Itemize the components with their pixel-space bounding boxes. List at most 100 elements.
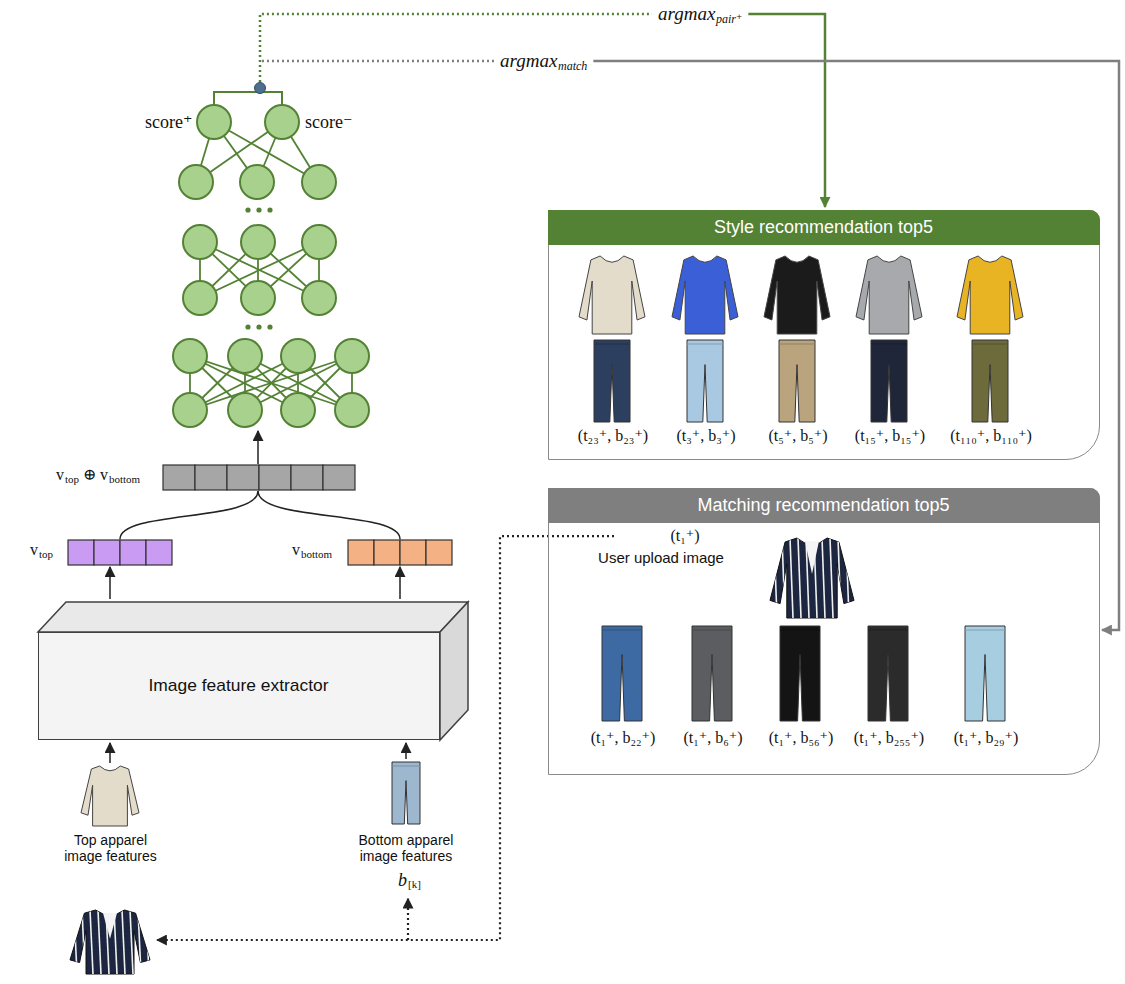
vector-label: v [100,466,108,484]
ellipsis-dot [256,324,261,329]
vector-cell [163,465,195,490]
jacket-shape [70,910,150,974]
flow-arrow [109,567,111,599]
pants-shape [972,340,1008,422]
neuron [179,165,213,199]
vector-label: v [30,541,38,559]
top-garment [856,256,922,334]
jacket-stripe [798,538,801,618]
variable-label: b [398,870,407,891]
jacket-stripe [98,910,101,974]
jacket-stripe [138,910,141,974]
dotted-flow [260,14,652,82]
bottom-garment [780,626,820,721]
flow-arrow [593,61,1119,630]
vector-cell [259,465,291,490]
box-top-face [38,602,468,632]
bottom-garment [965,626,1005,721]
panel-heading: Matching recommendation top5 [548,488,1100,523]
ellipsis-dot [267,207,272,212]
pair-label: (t₃⁺, b₃⁺) [641,427,771,445]
top-garment [81,766,139,826]
top-garment [764,256,830,334]
neuron [335,393,369,427]
input-caption: Top apparel image features [58,832,163,864]
jacket-stripe [74,910,77,974]
flow-arrow [748,14,825,207]
ellipsis-dot [245,207,250,212]
pair-label: (t₁⁺) [620,527,750,545]
jacket-stripe [774,538,777,618]
jacket-stripe [830,538,833,618]
neuron [173,393,207,427]
pants-shape [602,626,642,721]
pair-label: (t₁⁺, b₂₅₅⁺) [824,729,954,747]
pair-label: (t₁⁺, b₆⁺) [648,729,778,747]
flow-arrow [109,743,111,763]
pair-label: (t₅⁺, b₅⁺) [733,427,863,445]
neuron [281,393,315,427]
waistband [780,630,820,631]
vector-label: v [56,466,64,484]
vector-cell [146,540,172,565]
pair-label: (t₁₁₀⁺, b₁₁₀⁺) [926,427,1056,445]
panel-heading: Style recommendation top5 [548,210,1100,245]
dotted-flow [262,60,494,63]
neuron [265,105,299,139]
operator-symbol: ⊕ [83,466,96,484]
jacket-stripe [782,538,785,618]
vector-cell [323,465,355,490]
neuron [183,281,217,315]
bottom-garment [868,626,908,721]
waistband [972,344,1008,345]
box-label: Image feature extractor [39,633,438,738]
input-caption: Bottom apparel image features [350,832,462,864]
operator-label: argmax [658,3,715,25]
neuron [240,165,274,199]
top-vector [68,540,172,565]
jacket-image [70,910,150,974]
concat-vector [163,465,355,490]
waistband [965,630,1005,631]
neural-network [173,83,369,428]
vector-cell [374,540,400,565]
jacket-shape [770,538,854,618]
waistband [692,630,732,631]
pair-label: User upload image [596,549,726,566]
pair-label: (t₁₅⁺, b₁₅⁺) [825,427,955,445]
merge-curve [258,491,400,539]
waistband [868,630,908,631]
waistband [871,344,907,345]
ellipsis-dot [256,207,261,212]
feature-extractor-box: Image feature extractor [38,632,440,740]
network-link [190,356,352,410]
vector-cell [291,465,323,490]
subscript-label: top [65,473,79,486]
waistband [602,630,642,631]
neuron [228,339,262,373]
vector-cell [120,540,146,565]
output-label: score⁺ [145,112,192,133]
pair-label: (t₁⁺, b₂₂⁺) [558,729,688,747]
bottom-vector [348,540,452,565]
subscript-label: pair⁺ [716,13,742,27]
subscript-label: bottom [109,473,140,486]
shirt-collar [103,913,117,939]
matching-panel: Matching recommendation top5 (t₁⁺) User up… [548,488,1100,775]
vector-cell [94,540,120,565]
bottom-garment [871,340,907,422]
vector-cell [195,465,227,490]
flow-arrow [257,431,259,464]
vector-cell [348,540,374,565]
vector-cell [400,540,426,565]
bottom-garment [602,626,642,721]
jacket-stripe [846,538,849,618]
bottom-garment [687,340,723,422]
waistband [594,344,630,345]
box-side-face [440,602,468,740]
top-garment [672,256,738,334]
subscript-label: bottom [301,548,332,561]
pants-shape [392,762,420,824]
bottom-garment [692,626,732,721]
pants-shape [692,626,732,721]
